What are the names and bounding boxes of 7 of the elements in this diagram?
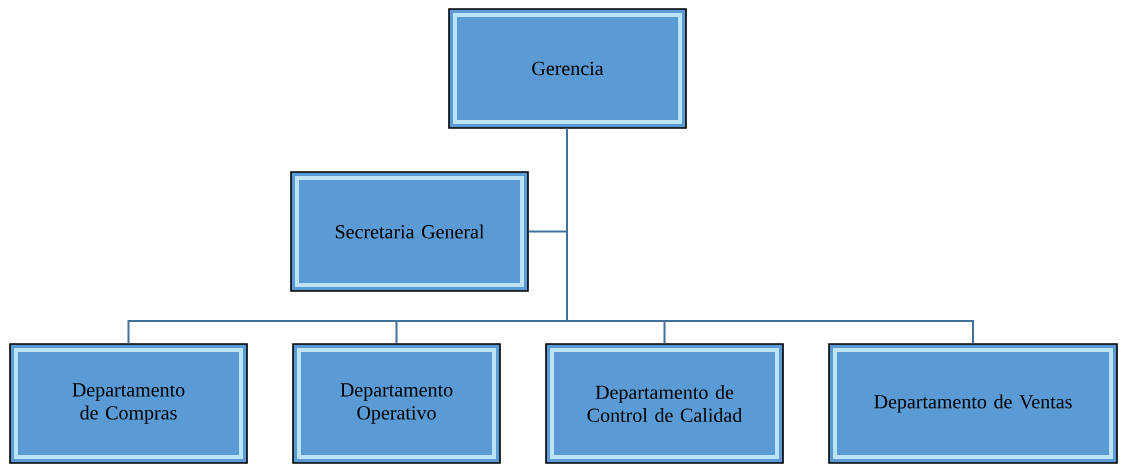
department-box: Departamento Operativo — [292, 343, 501, 464]
department-box: Departamento de Control de Calidad — [545, 343, 784, 464]
department-box: Departamento de Ventas — [828, 343, 1118, 464]
department-box: Gerencia — [448, 8, 687, 129]
department-box: Departamento de Compras — [9, 343, 248, 464]
department-box: Secretaria General — [290, 171, 529, 292]
connector-line — [566, 127, 974, 345]
